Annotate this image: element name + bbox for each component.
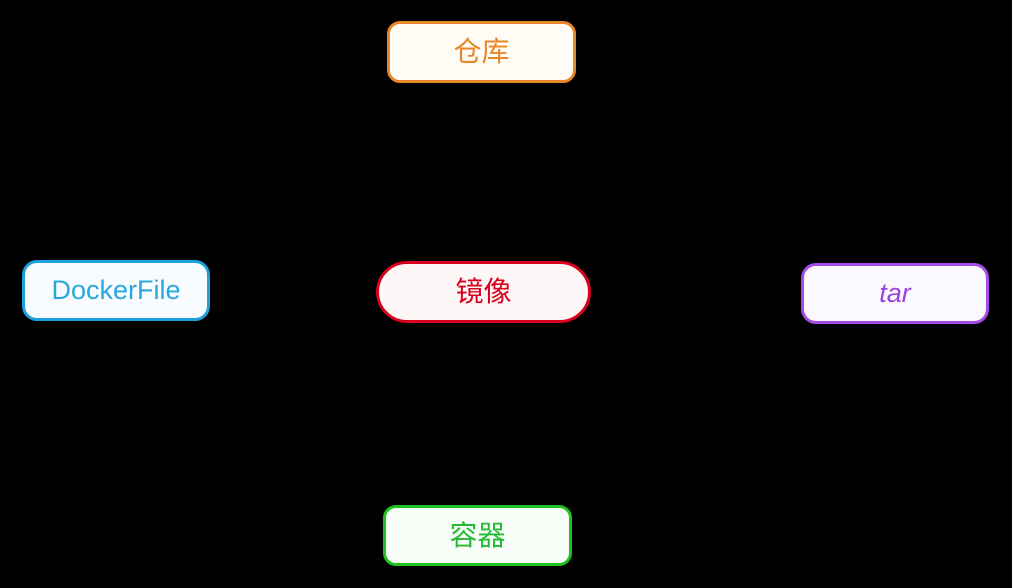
node-container-label: 容器 (449, 519, 506, 551)
edge-image-to-tar (591, 293, 801, 295)
edge-dockerfile-to-image (210, 291, 376, 293)
node-image-label: 镜像 (455, 276, 512, 307)
node-tar[interactable]: tar (801, 263, 989, 324)
node-repository-label: 仓库 (453, 36, 510, 67)
node-dockerfile-label: DockerFile (51, 275, 181, 305)
node-tar-label: tar (879, 278, 911, 308)
node-dockerfile[interactable]: DockerFile (22, 260, 210, 321)
node-image[interactable]: 镜像 (376, 261, 591, 323)
node-container[interactable]: 容器 (383, 505, 572, 566)
node-repository[interactable]: 仓库 (387, 21, 576, 83)
edge-image-to-container (477, 323, 479, 505)
edge-repository-to-image (481, 83, 483, 261)
